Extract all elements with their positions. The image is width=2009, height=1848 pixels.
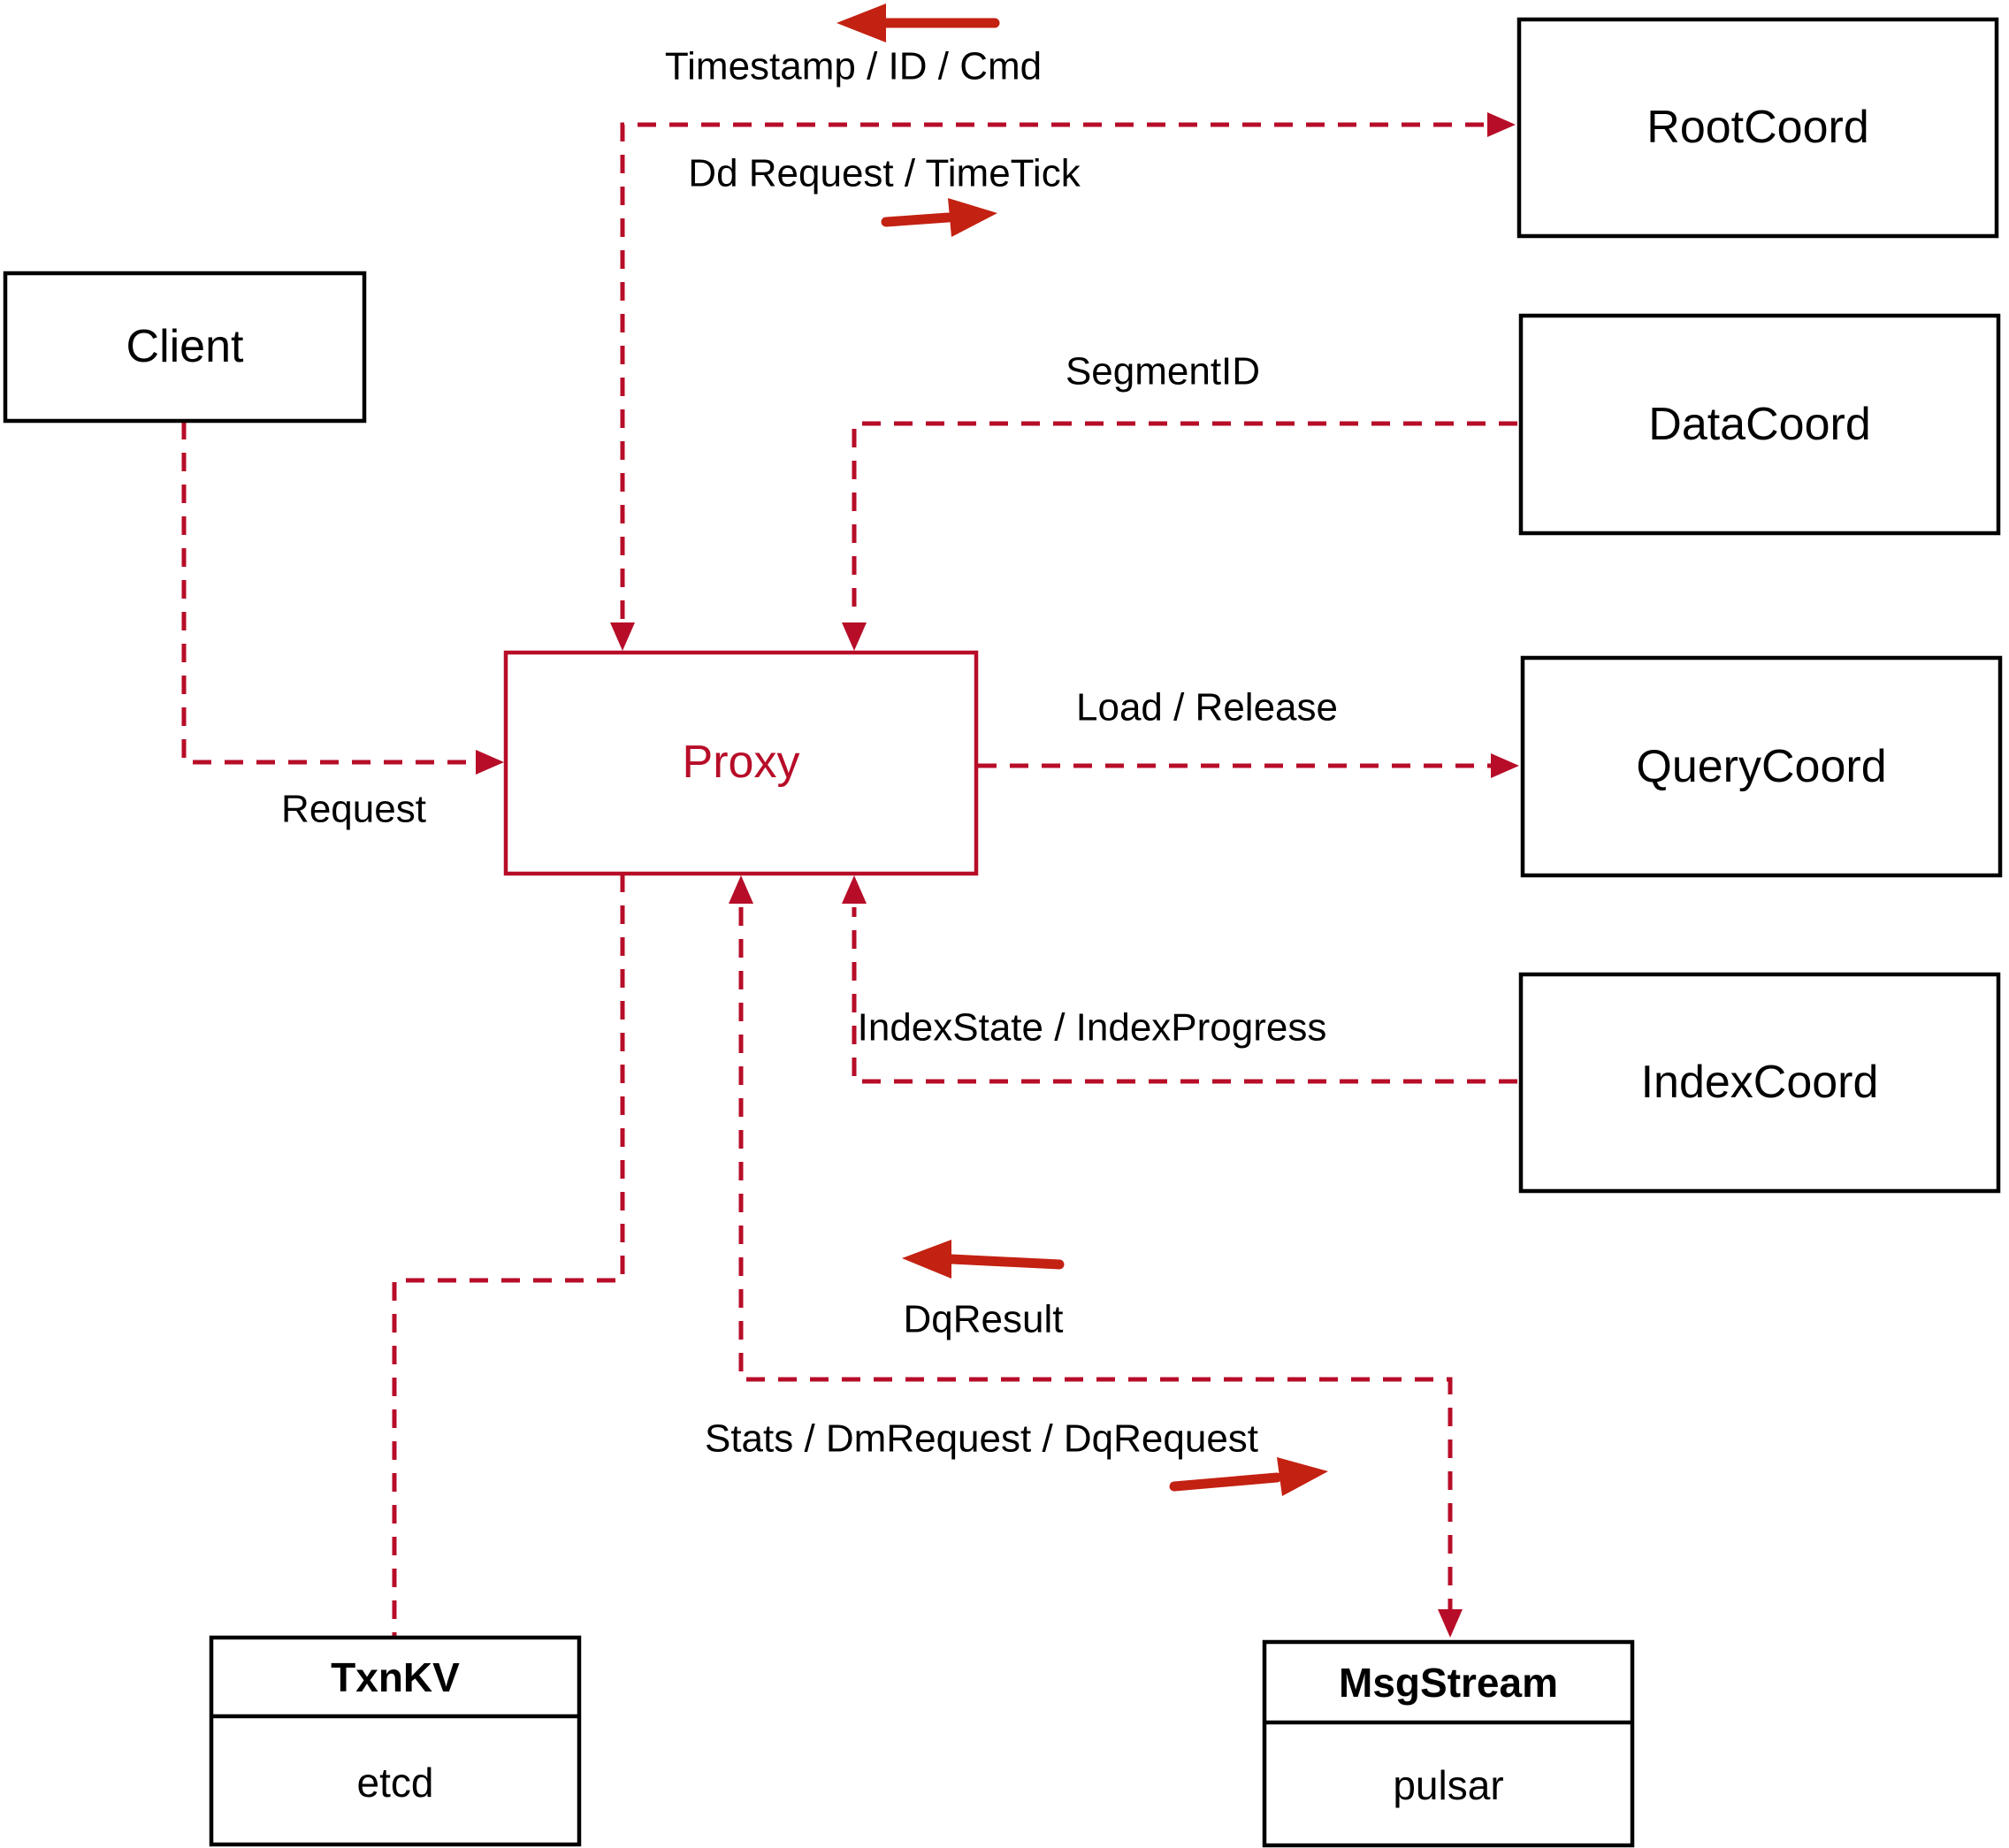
arrowhead-into-proxy-left-icon bbox=[476, 750, 504, 775]
msg-stream-title: MsgStream bbox=[1339, 1660, 1558, 1706]
edge-index-coord-to-proxy-line bbox=[852, 907, 1517, 1084]
direction-arrow-left-head bbox=[836, 4, 886, 42]
direction-arrow-left-head bbox=[902, 1240, 951, 1279]
direction-arrow-left-icon bbox=[902, 1240, 1065, 1279]
root-coord-box bbox=[1516, 17, 1999, 239]
arrowhead-into-proxy-top-left-icon bbox=[610, 622, 635, 651]
root-coord-label: RootCoord bbox=[1646, 102, 1868, 153]
node-client: Client bbox=[3, 271, 367, 424]
edge-proxy-to-txn-kv-line bbox=[392, 874, 625, 1636]
direction-arrow-right-shaft bbox=[881, 212, 953, 227]
node-index-coord: IndexCoord bbox=[1518, 972, 2001, 1194]
data-coord-label: DataCoord bbox=[1648, 399, 1870, 450]
edge-proxy-msg-stream-line bbox=[738, 907, 1453, 1623]
edge-proxy-root-coord: Timestamp / ID / Cmd Dd Request / TimeTi… bbox=[610, 4, 1516, 651]
edge-index-coord-to-proxy: IndexState / IndexProgress bbox=[842, 875, 1517, 1084]
edge-label-dd-request-timetick: Dd Request / TimeTick bbox=[688, 152, 1081, 195]
node-root-coord: RootCoord bbox=[1516, 17, 1999, 239]
msg-stream-box bbox=[1262, 1639, 1635, 1848]
edge-label-dq-result: DqResult bbox=[904, 1298, 1064, 1341]
edge-proxy-to-query-coord: Load / Release bbox=[978, 686, 1519, 778]
proxy-label: Proxy bbox=[683, 737, 800, 788]
edge-label-load-release: Load / Release bbox=[1076, 686, 1338, 729]
proxy-box bbox=[503, 650, 979, 876]
edge-label-stats-dm-dq-request: Stats / DmRequest / DqRequest bbox=[705, 1417, 1258, 1461]
arrowhead-into-proxy-bottom-right-icon bbox=[842, 875, 867, 904]
direction-arrow-right-icon bbox=[1169, 1457, 1328, 1496]
msg-stream-implementation: pulsar bbox=[1393, 1762, 1503, 1808]
data-coord-box bbox=[1518, 313, 2001, 536]
arrowhead-into-query-coord-icon bbox=[1491, 753, 1519, 778]
edge-label-timestamp-id-cmd: Timestamp / ID / Cmd bbox=[665, 45, 1042, 88]
node-query-coord: QueryCoord bbox=[1520, 655, 2003, 878]
edge-proxy-to-txn-kv bbox=[392, 874, 625, 1636]
edge-data-coord-to-proxy-line bbox=[852, 421, 1517, 619]
direction-arrow-left-shaft bbox=[946, 1254, 1065, 1270]
txn-kv-box bbox=[209, 1635, 582, 1847]
arrowhead-into-proxy-bottom-center-icon bbox=[729, 875, 753, 904]
node-data-coord: DataCoord bbox=[1518, 313, 2001, 536]
direction-arrow-right-shaft bbox=[1169, 1472, 1282, 1492]
direction-arrow-right-head bbox=[1277, 1457, 1328, 1496]
txn-kv-implementation: etcd bbox=[357, 1760, 434, 1806]
query-coord-box bbox=[1520, 655, 2003, 878]
direction-arrow-right-icon bbox=[881, 198, 997, 237]
client-label: Client bbox=[126, 321, 244, 372]
client-box bbox=[3, 271, 367, 424]
index-coord-box bbox=[1518, 972, 2001, 1194]
edge-label-request: Request bbox=[281, 788, 426, 831]
edge-label-index-state-progress: IndexState / IndexProgress bbox=[858, 1006, 1327, 1050]
arrowhead-into-msg-stream-icon bbox=[1438, 1609, 1463, 1638]
edge-data-coord-to-proxy: SegmentID bbox=[842, 350, 1517, 651]
edge-proxy-root-coord-line bbox=[620, 122, 1503, 619]
direction-arrow-left-icon bbox=[836, 4, 1000, 42]
direction-arrow-right-head bbox=[948, 198, 997, 237]
node-proxy: Proxy bbox=[503, 650, 979, 876]
arrowhead-into-proxy-top-right-icon bbox=[842, 622, 867, 651]
edge-client-to-proxy-line bbox=[181, 421, 488, 765]
edge-label-segment-id: SegmentID bbox=[1066, 350, 1260, 393]
arrowhead-into-root-coord-icon bbox=[1487, 112, 1516, 137]
node-msg-stream: MsgStream pulsar bbox=[1262, 1639, 1635, 1848]
node-txn-kv: TxnKV etcd bbox=[209, 1635, 582, 1847]
edge-proxy-msg-stream: DqResult Stats / DmRequest / DqRequest bbox=[705, 875, 1463, 1638]
edge-client-to-proxy: Request bbox=[181, 421, 504, 831]
query-coord-label: QueryCoord bbox=[1636, 741, 1886, 792]
txn-kv-title: TxnKV bbox=[331, 1654, 460, 1700]
index-coord-label: IndexCoord bbox=[1641, 1057, 1879, 1108]
